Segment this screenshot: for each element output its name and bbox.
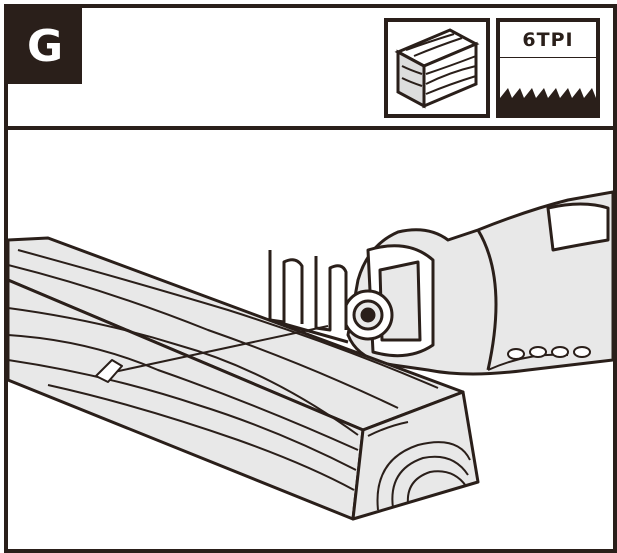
blade-tpi-icon: 6TPI — [496, 18, 600, 118]
reciprocating-saw — [268, 190, 613, 376]
panel-header: G 6TPI — [8, 8, 613, 130]
wood-material-icon — [384, 18, 490, 118]
saw-blade-teeth-icon — [500, 58, 596, 114]
instruction-panel: G 6TPI — [4, 4, 617, 553]
tpi-label: 6TPI — [500, 22, 596, 60]
wooden-board — [8, 236, 480, 521]
cutting-illustration — [8, 130, 613, 549]
step-letter-badge: G — [8, 8, 82, 84]
